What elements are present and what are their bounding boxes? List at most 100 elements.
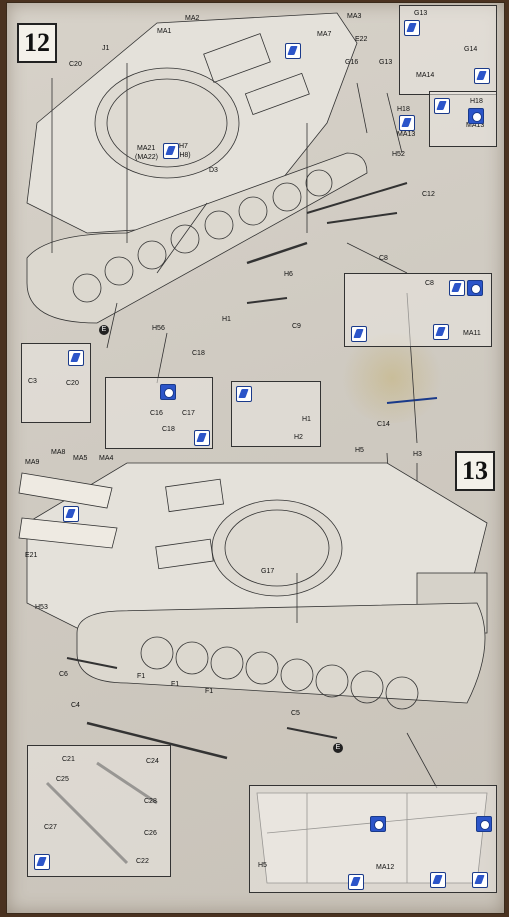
label-ma13: MA13 [397,131,416,138]
inset-c3-label: C3 [28,378,37,385]
label-c14: C14 [377,421,390,428]
label-g16: G16 [345,59,359,66]
inset-c25-label: C25 [56,776,69,783]
inset-h18-label: H18 [470,98,483,105]
inset-c20-label: C20 [66,380,79,387]
glue-icon [351,326,367,342]
inset-c16-box: C16 C17 C18 [105,377,213,449]
marker-e-12: E [99,325,109,335]
inset-c27-label: C27 [44,824,57,831]
label-ma22: (MA22) [135,154,158,161]
label-h52: H52 [392,151,405,158]
label-h53: H53 [35,604,48,611]
paint-color-icon [160,384,176,400]
label-g13: G13 [379,59,393,66]
glue-icon [194,430,210,446]
glue-icon [63,506,79,522]
label-c18: C18 [192,350,205,357]
label-ma21: MA21 [137,145,156,152]
inset-g13-box: G13 G14 MA14 [399,5,497,95]
inset-ma13-label: MA13 [466,122,485,129]
label-c6: C6 [59,671,68,678]
label-h6: H6 [284,271,293,278]
label-d3: D3 [209,167,218,174]
inset-c16-label: C16 [150,410,163,417]
inset-c28-label: C28 [144,798,157,805]
inset-c17-label: C17 [182,410,195,417]
label-c5: C5 [291,710,300,717]
glue-icon [68,350,84,366]
label-h7: H7 [179,143,188,150]
label-h18: H18 [397,106,410,113]
label-f1-b: F1 [171,681,180,688]
inset-c20-box: C3 C20 [21,343,91,423]
label-ma1: MA1 [157,28,172,35]
label-ma7: MA7 [317,31,332,38]
inset-h5-label: H5 [258,862,267,869]
paint-color-icon [467,280,483,296]
inset-c8-label: C8 [425,280,434,287]
label-c8: C8 [379,255,388,262]
inset-h18-box: H18 MA13 [429,91,497,147]
paper-stain [337,333,447,423]
label-j1: J1 [102,45,110,52]
glue-icon [434,98,450,114]
glue-icon [399,115,415,131]
label-h8: (H8) [177,152,191,159]
label-c20-top: C20 [69,61,82,68]
inset-ma14-label: MA14 [416,72,435,79]
label-g17: G17 [261,568,275,575]
step-number-13: 13 [455,451,495,491]
label-f1-a: F1 [137,673,146,680]
inset-c24-label: C24 [146,758,159,765]
inset-g14-label: G14 [464,46,478,53]
inset-ma11-label: MA11 [463,330,481,337]
glue-icon [449,280,465,296]
inset-g13-label: G13 [414,10,428,17]
inset-c8-box: C8 MA11 [344,273,492,347]
marker-e-13: E [333,743,343,753]
label-e21: E21 [25,552,38,559]
glue-icon [348,874,364,890]
glue-icon [163,143,179,159]
inset-c26-label: C26 [144,830,157,837]
inset-c22-label: C22 [136,858,149,865]
paint-color-icon [476,816,492,832]
paint-color-icon [370,816,386,832]
inset-hull-box: H5 MA12 [249,785,497,893]
label-f1-c: F1 [205,688,214,695]
label-e22: E22 [355,36,368,43]
glue-icon [34,854,50,870]
label-ma8: MA8 [51,449,66,456]
paint-color-icon [468,108,484,124]
glue-icon [285,43,301,59]
label-c12: C12 [422,191,435,198]
inset-h1-label: H1 [302,416,311,423]
label-ma3: MA3 [347,13,362,20]
label-h3: H3 [413,451,422,458]
glue-icon [430,872,446,888]
label-c4: C4 [71,702,80,709]
inset-h1-box: H1 H2 [231,381,321,447]
label-ma9: MA9 [25,459,40,466]
instruction-sheet: 12 13 MA2 MA3 MA1 MA7 E22 J1 C20 G16 G13… [6,2,505,914]
glue-icon [236,386,252,402]
inset-c21-label: C21 [62,756,75,763]
glue-icon [472,872,488,888]
glue-icon [433,324,449,340]
inset-c18-label: C18 [162,426,175,433]
inset-ma12-label: MA12 [376,864,395,871]
glue-icon [474,68,490,84]
step-number-12: 12 [17,23,57,63]
label-h56: H56 [152,325,165,332]
label-ma4: MA4 [99,455,114,462]
label-h5-mid: H5 [355,447,364,454]
label-ma5: MA5 [73,455,88,462]
inset-h2-label: H2 [294,434,303,441]
label-c9: C9 [292,323,301,330]
glue-icon [404,20,420,36]
inset-track-box: C21 C24 C25 C28 C27 C26 C22 [27,745,171,877]
label-h1: H1 [222,316,231,323]
label-ma2: MA2 [185,15,200,22]
assembly-drawing [18,12,488,884]
